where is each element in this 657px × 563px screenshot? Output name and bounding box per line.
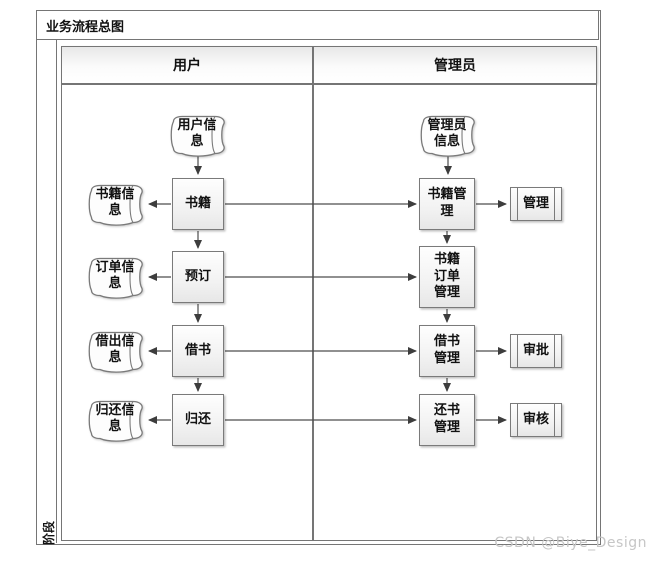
lane-body-admin bbox=[313, 84, 597, 541]
node-lend-info: 借出信 息 bbox=[87, 330, 145, 373]
scroll-shape bbox=[88, 400, 143, 442]
diagram-title: 业务流程总图 bbox=[46, 19, 125, 35]
node-user-info: 用户信 息 bbox=[169, 114, 227, 157]
node-audit: 审核 bbox=[510, 403, 562, 437]
node-label: 管理员 信息 bbox=[427, 117, 467, 149]
node-giveback: 归还 bbox=[172, 394, 224, 446]
node-borrow: 借书 bbox=[172, 325, 224, 377]
node-label: 用户信 息 bbox=[177, 117, 217, 149]
node-book-info: 书籍信 息 bbox=[87, 183, 145, 226]
node-borrow-mgmt: 借书 管理 bbox=[419, 325, 475, 377]
lane-header-user: 用户 bbox=[61, 46, 313, 84]
node-admin-info: 管理员 信息 bbox=[419, 114, 477, 157]
node-book-order-mgmt: 书籍 订单 管理 bbox=[419, 246, 475, 308]
diagram-title-bar: 业务流程总图 bbox=[36, 10, 599, 40]
phase-strip bbox=[37, 40, 57, 543]
node-return-info: 归还信 息 bbox=[87, 399, 145, 442]
node-label: 借出信 息 bbox=[95, 333, 135, 365]
node-return-mgmt: 还书 管理 bbox=[419, 394, 475, 446]
node-reserve: 预订 bbox=[172, 251, 224, 303]
node-label: 归还信 息 bbox=[95, 402, 135, 434]
lane-body-user bbox=[61, 84, 313, 541]
node-label: 书籍信 息 bbox=[95, 186, 135, 218]
phase-label: 阶段 bbox=[42, 520, 56, 545]
node-manage: 管理 bbox=[510, 187, 562, 221]
scroll-shape bbox=[420, 115, 475, 157]
scroll-shape bbox=[88, 184, 143, 226]
scroll-shape bbox=[88, 331, 143, 373]
csdn-watermark: CSDN @Biye_Design bbox=[494, 535, 647, 551]
node-approve: 审批 bbox=[510, 334, 562, 368]
node-book-mgmt: 书籍管 理 bbox=[419, 178, 475, 230]
scroll-shape bbox=[88, 257, 143, 299]
node-label: 订单信 息 bbox=[95, 259, 135, 291]
lane-header-admin: 管理员 bbox=[313, 46, 597, 84]
node-book: 书籍 bbox=[172, 178, 224, 230]
scroll-shape bbox=[170, 115, 225, 157]
node-order-info: 订单信 息 bbox=[87, 256, 145, 299]
